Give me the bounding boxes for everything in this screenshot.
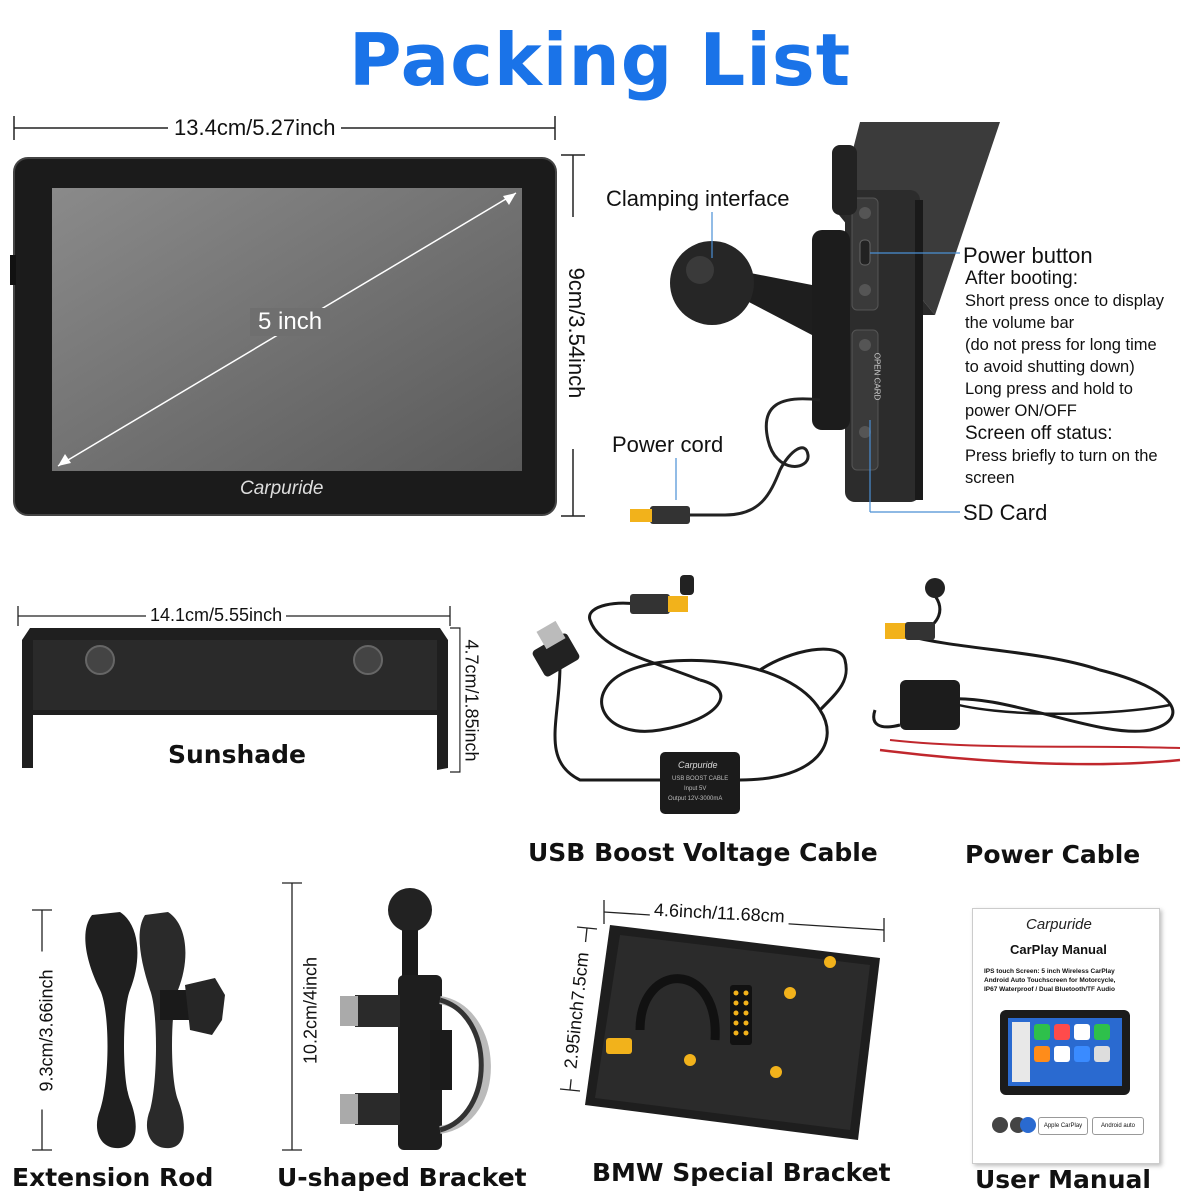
manual-desc-2: Android Auto Touchscreen for Motorcycle, — [984, 977, 1116, 984]
u-bracket-image — [340, 888, 491, 1150]
note-line-2: the volume bar — [965, 314, 1075, 332]
display-brand-logo: Carpuride — [240, 478, 324, 499]
note-line-7: Press briefly to turn on the — [965, 447, 1158, 465]
apple-carplay-badge: Apple CarPlay — [1038, 1117, 1088, 1135]
screen-off-label: Screen off status: — [965, 423, 1113, 444]
usb-box-line1: USB BOOST CABLE — [672, 776, 729, 782]
note-line-4: to avoid shutting down) — [965, 358, 1135, 376]
extension-rod-label: Extension Rod — [12, 1163, 214, 1192]
after-booting-label: After booting: — [965, 268, 1079, 289]
note-line-1: Short press once to display — [965, 292, 1165, 310]
side-view-device — [630, 122, 1000, 524]
usb-cable-image — [532, 575, 848, 814]
usb-box-brand: Carpuride — [678, 760, 718, 770]
display-diagonal-label: 5 inch — [250, 308, 331, 336]
display-width-dimension: 13.4cm/5.27inch — [168, 115, 342, 141]
manual-desc-1: IPS touch Screen: 5 inch Wireless CarPla… — [984, 968, 1115, 975]
u-bracket-label: U-shaped Bracket — [277, 1163, 527, 1192]
bmw-bracket-label: BMW Special Bracket — [592, 1158, 891, 1187]
sunshade-width-dimension: 14.1cm/5.55inch — [146, 605, 287, 626]
power-cable-label: Power Cable — [965, 840, 1141, 869]
manual-desc-3: IP67 Waterproof / Dual Bluetooth/TF Audi… — [984, 986, 1115, 993]
note-line-6: power ON/OFF — [965, 402, 1077, 420]
sunshade-label: Sunshade — [168, 740, 307, 769]
sunshade-image — [22, 628, 448, 770]
note-line-8: screen — [965, 469, 1015, 487]
android-auto-badge: Android auto — [1092, 1117, 1144, 1135]
usb-box-line2: Input 5V — [684, 786, 707, 792]
power-button-label: Power button — [963, 243, 1093, 268]
page-title: Packing List — [348, 18, 852, 102]
bmw-bracket-image — [585, 925, 880, 1140]
power-cable-image — [872, 578, 1181, 766]
power-cord-label: Power cord — [612, 432, 724, 457]
usb-boost-cable-label: USB Boost Voltage Cable — [528, 838, 878, 867]
manual-brand: Carpuride — [1026, 916, 1092, 933]
clamping-interface-label: Clamping interface — [606, 186, 790, 211]
extension-rod-image — [85, 912, 225, 1149]
note-line-3: (do not press for long time — [965, 336, 1157, 354]
user-manual-label: User Manual — [975, 1165, 1151, 1194]
manual-title: CarPlay Manual — [1010, 942, 1107, 957]
note-line-5: Long press and hold to — [965, 380, 1133, 398]
usb-box-line3: Output 12V-3000mA — [668, 796, 723, 802]
sd-card-label: SD Card — [963, 500, 1048, 525]
